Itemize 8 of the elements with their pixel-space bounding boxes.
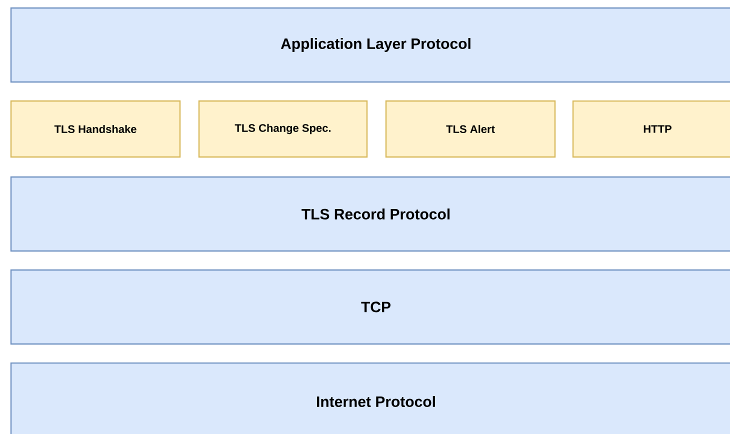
- layer-box: Internet Protocol: [10, 362, 730, 434]
- layer-box: TCP: [10, 269, 730, 345]
- protocol-box: TLS Alert: [385, 100, 556, 158]
- protocol-box: TLS Handshake: [10, 100, 181, 158]
- layer-box: TLS Record Protocol: [10, 176, 730, 252]
- protocol-box: TLS Change Spec.: [198, 100, 368, 158]
- layer-box: Application Layer Protocol: [10, 7, 730, 83]
- protocol-box: HTTP: [572, 100, 730, 158]
